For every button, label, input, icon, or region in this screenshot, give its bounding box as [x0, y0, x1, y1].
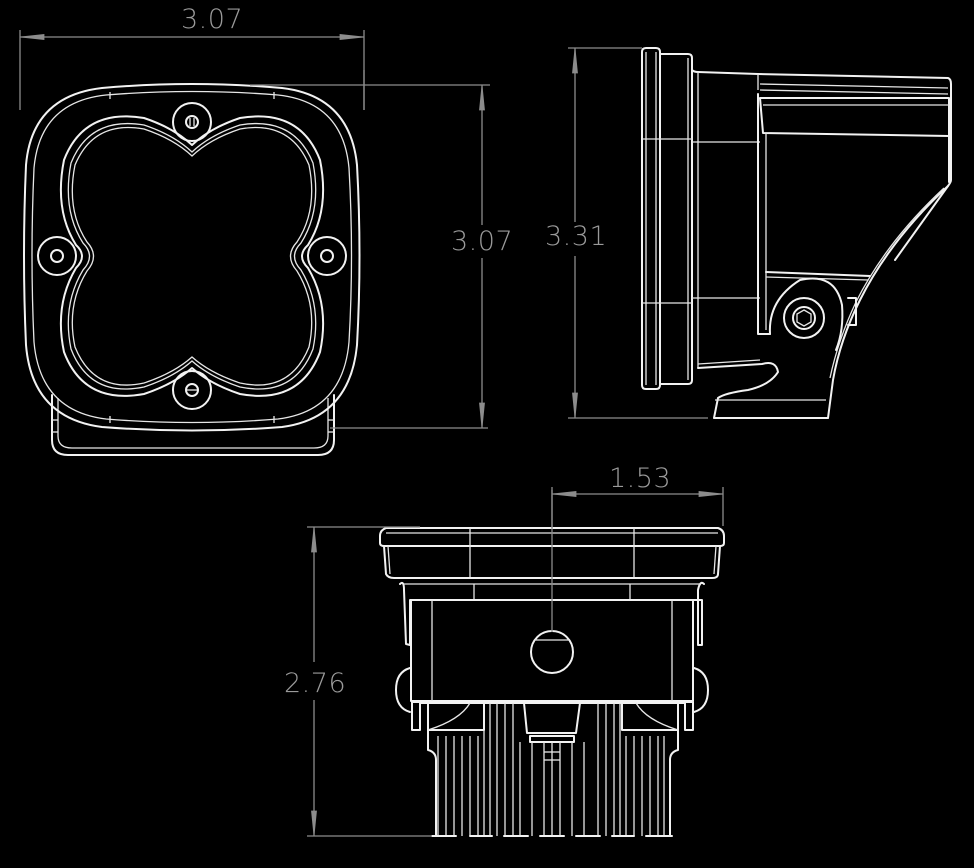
dimension-front-height [250, 70, 490, 429]
bottom-view [379, 490, 725, 837]
front-view [23, 83, 361, 456]
dimension-bottom-half-width [551, 487, 724, 528]
front-width-label: 3.07 [181, 4, 244, 35]
dimension-bottom-depth [307, 526, 432, 837]
front-height-label: 3.07 [451, 226, 514, 257]
bolt-hole-right [307, 236, 347, 276]
bolt-hole-bottom [172, 370, 212, 410]
side-view [641, 47, 952, 419]
bottom-depth-label: 2.76 [284, 668, 347, 699]
side-height-label: 3.31 [545, 221, 608, 252]
dimension-side-height [568, 47, 708, 419]
bolt-hole-top [172, 102, 212, 142]
bottom-half-width-label: 1.53 [609, 463, 672, 494]
bolt-hole-left [37, 236, 77, 276]
dimension-front-width [19, 30, 365, 110]
heatsink-fins [437, 703, 665, 836]
